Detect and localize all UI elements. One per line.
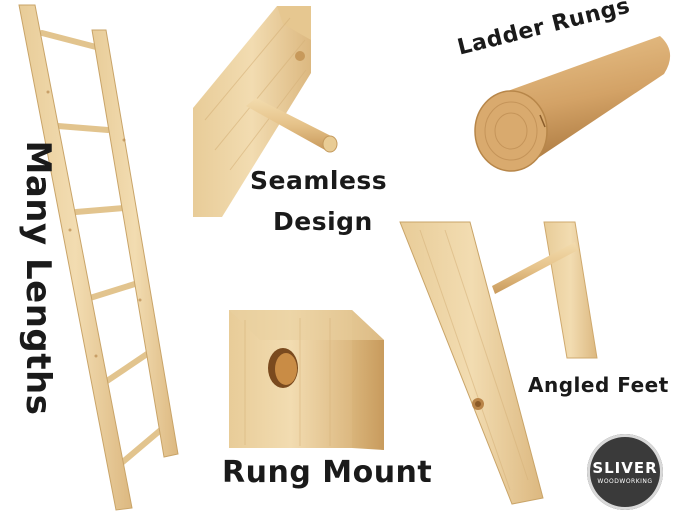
logo-name: SLIVER (592, 459, 658, 477)
ladder-left-rail (18, 4, 133, 511)
many-lengths-label: Many Lengths (18, 140, 58, 416)
full-ladder-photo (18, 4, 179, 511)
seamless-label: Seamless (250, 166, 388, 195)
angled-feet-photo (399, 221, 598, 505)
design-label: Design (273, 207, 373, 236)
sliver-woodworking-logo: SLIVER WOODWORKING (587, 434, 663, 510)
ladder-rungs-group (39, 30, 166, 469)
rung-mount-photo (229, 310, 384, 450)
seamless-design-photo (193, 6, 338, 217)
ladder-right-rail (91, 29, 179, 458)
rung-mount-label: Rung Mount (222, 455, 433, 490)
ladder-rungs-closeup-photo (474, 36, 671, 172)
logo-subtitle: WOODWORKING (597, 478, 653, 485)
angled-feet-label: Angled Feet (528, 373, 669, 397)
